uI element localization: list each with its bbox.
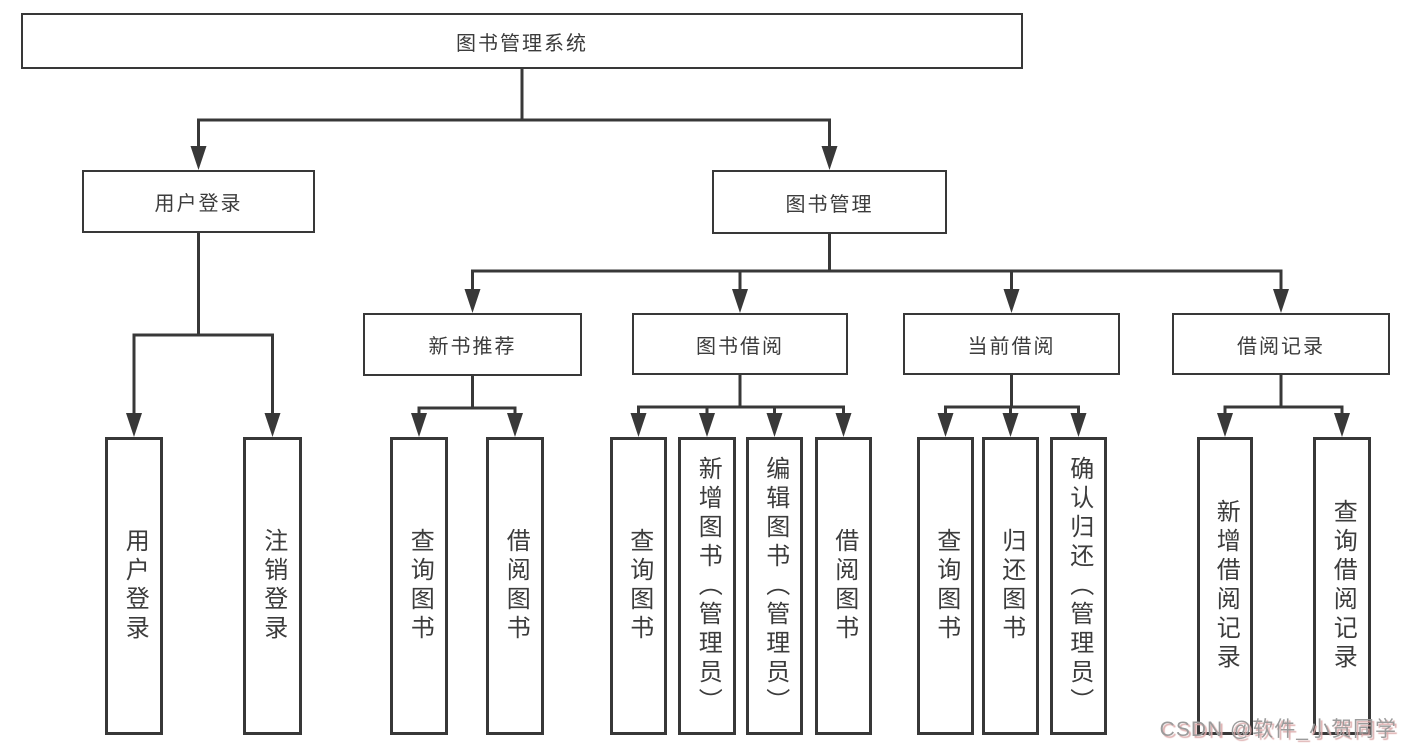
node-new-book-recommend-label: 新书推荐 — [428, 336, 517, 358]
leaf-query-books-label: 查询图书 — [932, 528, 960, 644]
leaf-confirm-return-admin: 确认归还（管理员） — [1050, 437, 1107, 735]
node-current-borrowing-label: 当前借阅 — [967, 335, 1056, 358]
csdn-watermark: CSDN @软件_小贺同学 — [1159, 718, 1397, 741]
leaf-query-books-label: 查询图书 — [625, 528, 653, 644]
node-borrowing-records-label: 借阅记录 — [1237, 335, 1325, 358]
leaf-add-borrow-record: 新增借阅记录 — [1197, 437, 1253, 735]
leaf-borrow-books-label: 借阅图书 — [502, 528, 530, 644]
leaf-query-books: 查询图书 — [610, 437, 667, 735]
node-user-login-label: 用户登录 — [154, 193, 243, 215]
node-new-book-recommend: 新书推荐 — [363, 313, 582, 376]
leaf-logout-label: 注销登录 — [259, 528, 287, 644]
node-book-borrowing: 图书借阅 — [632, 313, 848, 375]
leaf-confirm-return-admin-label: 确认归还（管理员） — [1065, 455, 1093, 717]
leaf-query-books-label: 查询图书 — [406, 528, 434, 644]
leaf-return-books-label: 归还图书 — [997, 528, 1025, 644]
leaf-edit-book-admin-label: 编辑图书（管理员） — [761, 455, 789, 717]
leaf-borrow-books: 借阅图书 — [815, 437, 872, 735]
node-book-management: 图书管理 — [712, 170, 947, 234]
node-user-login: 用户登录 — [82, 170, 315, 233]
leaf-borrow-books-label: 借阅图书 — [830, 528, 858, 644]
node-book-borrowing-label: 图书借阅 — [696, 335, 784, 358]
leaf-edit-book-admin: 编辑图书（管理员） — [746, 437, 803, 735]
leaf-query-books: 查询图书 — [917, 437, 974, 735]
leaf-borrow-books: 借阅图书 — [486, 437, 544, 735]
leaf-add-borrow-record-label: 新增借阅记录 — [1212, 499, 1240, 673]
node-book-management-label: 图书管理 — [785, 193, 874, 216]
leaf-query-borrow-record: 查询借阅记录 — [1313, 437, 1371, 735]
node-current-borrowing: 当前借阅 — [903, 313, 1120, 375]
leaf-add-book-admin: 新增图书（管理员） — [678, 437, 736, 735]
node-borrowing-records: 借阅记录 — [1172, 313, 1390, 375]
leaf-user-login: 用户登录 — [105, 437, 163, 735]
leaf-query-books: 查询图书 — [390, 437, 448, 735]
node-library-system: 图书管理系统 — [21, 13, 1023, 69]
leaf-query-borrow-record-label: 查询借阅记录 — [1329, 499, 1357, 673]
leaf-add-book-admin-label: 新增图书（管理员） — [694, 455, 722, 717]
leaf-logout: 注销登录 — [243, 437, 302, 735]
leaf-return-books: 归还图书 — [982, 437, 1039, 735]
leaf-user-login-label: 用户登录 — [121, 528, 149, 644]
node-library-system-label: 图书管理系统 — [456, 32, 588, 55]
